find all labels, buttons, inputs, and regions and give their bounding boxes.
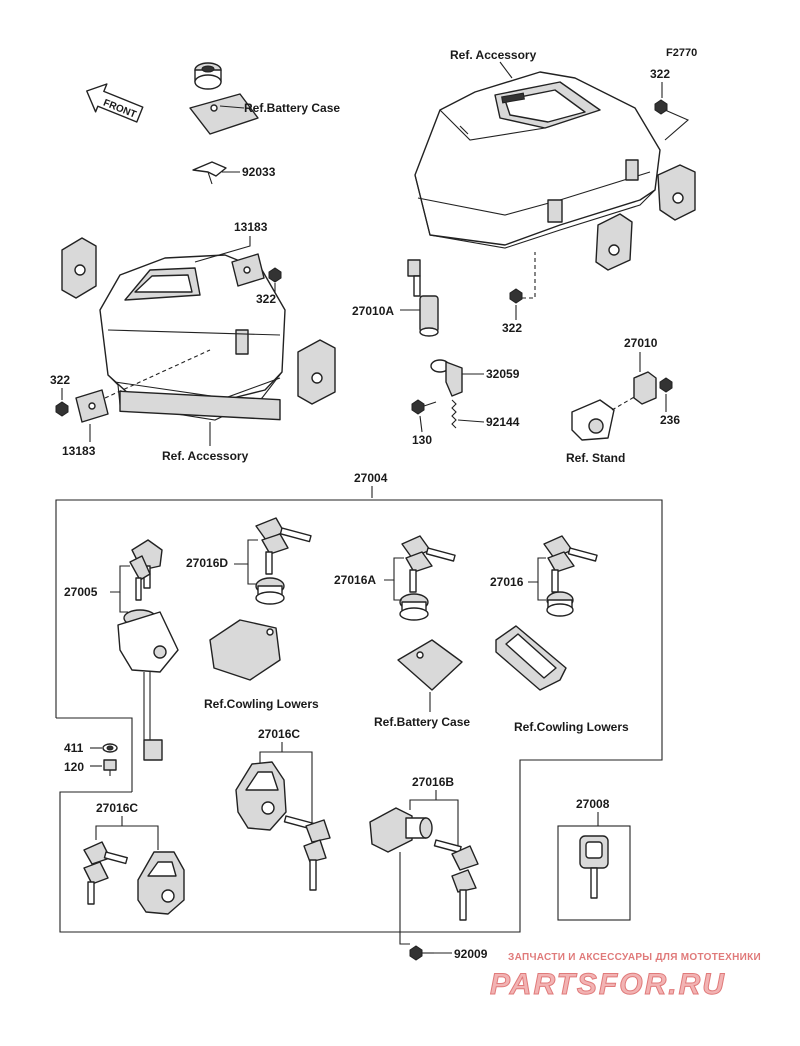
part-322-mid: 322 — [256, 292, 276, 306]
stand-part — [571, 399, 615, 441]
battery-case-lid — [189, 93, 259, 135]
part-27016: 27016 — [490, 575, 524, 589]
key-set-27005 — [129, 539, 163, 601]
part-27010: 27010 — [624, 336, 658, 350]
plate-13183-top — [231, 253, 265, 287]
rear-case-mount-right — [297, 339, 336, 405]
lock-27016d — [255, 577, 285, 605]
screw-92009 — [409, 945, 434, 961]
ref-accessory-left-label: Ref. Accessory — [162, 449, 249, 463]
ref-cowling-lowers-2-label: Ref.Cowling Lowers — [514, 720, 629, 734]
nut-322-left — [55, 401, 69, 417]
part-322-top: 322 — [650, 67, 670, 81]
bracket-27010 — [633, 371, 657, 405]
part-13183-top: 13183 — [234, 220, 268, 234]
part-13183-bottom: 13183 — [62, 444, 96, 458]
part-27016C-left: 27016C — [96, 801, 138, 815]
battery-case-cap — [194, 62, 222, 90]
part-92009: 92009 — [454, 947, 488, 961]
part-32059: 32059 — [486, 367, 520, 381]
figure-code: F2770 — [666, 47, 697, 59]
part-322-right: 322 — [502, 321, 522, 335]
key-set-27016b — [433, 839, 479, 921]
lock-cylinder-27010a — [407, 259, 439, 337]
lock-27016c-left — [137, 851, 185, 915]
rear-case — [99, 254, 286, 421]
part-27016D: 27016D — [186, 556, 228, 570]
nut-322-mid — [268, 267, 282, 283]
lock-27016a — [399, 593, 429, 621]
spring-92144 — [451, 399, 457, 429]
watermark-tagline: ЗАПЧАСТИ И АКСЕССУАРЫ ДЛЯ МОТОТЕХНИКИ — [508, 952, 761, 963]
front-arrow-icon: FRONT — [86, 83, 144, 123]
key-set-27016d — [255, 517, 312, 575]
screw-120 — [103, 759, 117, 776]
plate-13183-bottom — [75, 389, 109, 423]
cowling-lower-cover-2 — [495, 625, 567, 691]
part-92144: 92144 — [486, 415, 520, 429]
top-case-mount-lower — [595, 213, 633, 271]
part-322-left: 322 — [50, 373, 70, 387]
part-411: 411 — [64, 741, 84, 755]
ref-battery-case-2-label: Ref.Battery Case — [374, 715, 470, 729]
part-27016B: 27016B — [412, 775, 454, 789]
part-27016C-mid: 27016C — [258, 727, 300, 741]
key-set-27016 — [543, 535, 598, 593]
part-27008: 27008 — [576, 797, 610, 811]
ref-cowling-lowers-1-label: Ref.Cowling Lowers — [204, 697, 319, 711]
part-27010A: 27010A — [352, 304, 394, 318]
part-236: 236 — [660, 413, 680, 427]
part-27016A: 27016A — [334, 573, 376, 587]
bolt-130 — [411, 399, 437, 415]
battery-case-lid-2 — [397, 639, 463, 691]
key-set-27016c-left — [83, 841, 128, 905]
part-120: 120 — [64, 760, 84, 774]
bolt-236 — [659, 377, 673, 393]
rear-case-mount-left — [61, 237, 97, 299]
part-27004: 27004 — [354, 471, 388, 485]
nut-322-right — [509, 288, 523, 304]
ref-stand-label: Ref. Stand — [566, 451, 625, 465]
clip-92033 — [192, 161, 227, 185]
part-130: 130 — [412, 433, 432, 447]
lock-27016b — [369, 807, 433, 853]
key-blank-box — [557, 825, 631, 921]
key-set-27016c-mid — [283, 815, 331, 891]
part-27005: 27005 — [64, 585, 98, 599]
top-case-mount-right — [657, 164, 696, 221]
ignition-switch — [117, 609, 179, 761]
nut-322-top-right — [654, 99, 668, 115]
lock-27016 — [546, 591, 574, 617]
ref-battery-case-top-label: Ref.Battery Case — [244, 101, 340, 115]
watermark-logo: PARTSFOR.RU — [490, 968, 726, 1001]
kit-27004-frame — [55, 499, 663, 933]
plate-32059 — [430, 359, 463, 397]
washer-411 — [102, 743, 118, 753]
ref-accessory-top-label: Ref. Accessory — [450, 48, 537, 62]
cowling-lower-cover-1 — [209, 619, 281, 681]
key-blank-27008 — [579, 835, 609, 899]
top-case — [414, 71, 661, 249]
lock-27016c-mid — [235, 761, 287, 831]
part-92033: 92033 — [242, 165, 276, 179]
key-set-27016a — [401, 535, 456, 593]
